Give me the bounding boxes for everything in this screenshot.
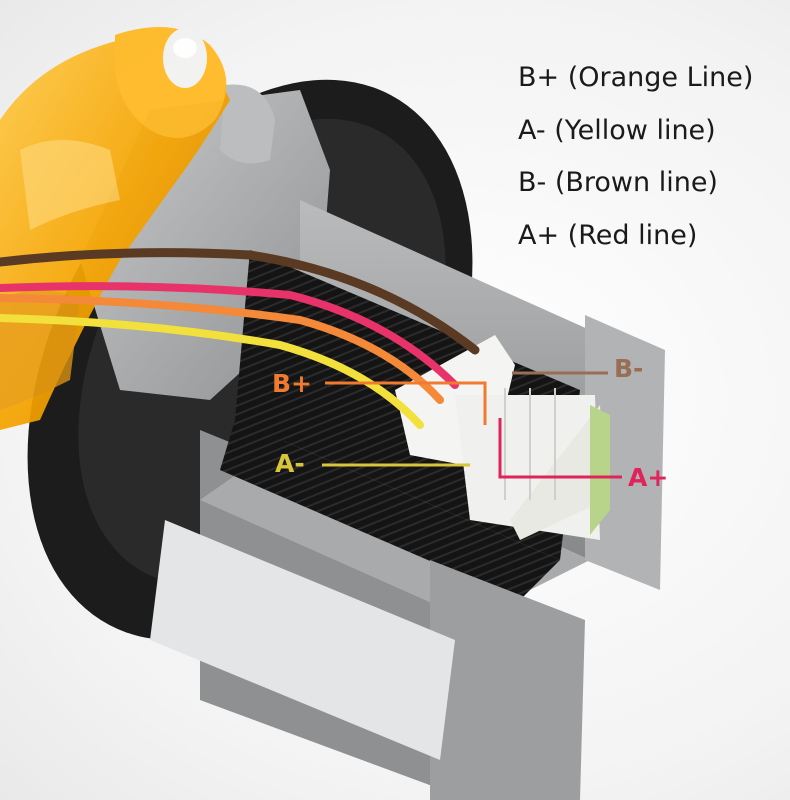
callout-a-minus: A- <box>275 449 305 478</box>
callout-b-plus: B+ <box>272 369 313 398</box>
wire-connector <box>395 335 610 540</box>
orange-wire <box>0 294 444 404</box>
a-plus-leader <box>498 418 622 479</box>
brown-wire <box>0 248 480 355</box>
callout-a-plus: A+ <box>628 463 669 492</box>
callout-b-minus: B- <box>614 354 644 383</box>
wires <box>0 248 480 429</box>
wire-legend: B+ (Orange Line) A- (Yellow line) B- (Br… <box>518 58 753 268</box>
callout-leaders <box>322 371 622 479</box>
legend-item-b-minus: B- (Brown line) <box>518 167 718 198</box>
legend-item-a-plus: A+ (Red line) <box>518 219 698 251</box>
legend-item-b-plus: B+ (Orange Line) <box>518 62 754 93</box>
pump-head <box>0 27 230 430</box>
yellow-wire <box>0 314 424 429</box>
b-plus-leader <box>325 381 487 425</box>
legend-item-a-minus: A- (Yellow line) <box>518 114 716 146</box>
red-wire <box>0 282 459 389</box>
